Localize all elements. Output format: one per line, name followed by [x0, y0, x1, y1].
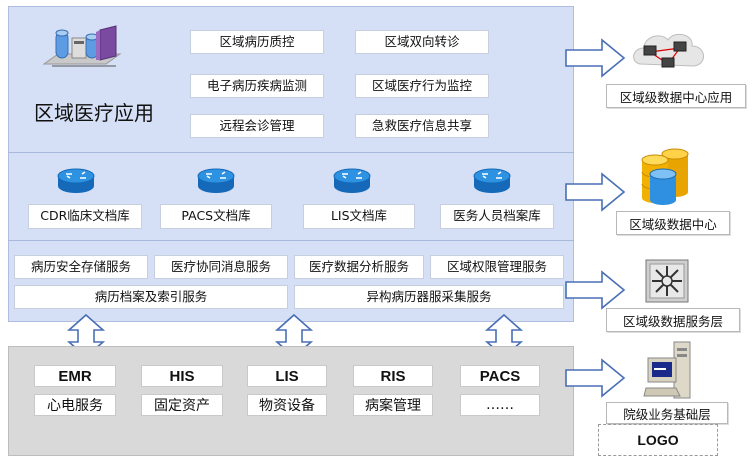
service-box[interactable]: 医疗数据分析服务: [294, 255, 424, 279]
system-box[interactable]: RIS: [353, 365, 433, 387]
app-box[interactable]: 远程会诊管理: [190, 114, 324, 138]
service-box[interactable]: 异构病历器服采集服务: [294, 285, 564, 309]
service-box[interactable]: 病历安全存储服务: [14, 255, 148, 279]
layer-label: 院级业务基础层: [606, 402, 728, 424]
server-cluster-icon: [42, 25, 122, 67]
app-box[interactable]: 区域双向转诊: [355, 30, 489, 54]
system-box[interactable]: EMR: [34, 365, 116, 387]
router-icon: [473, 168, 511, 193]
system-box[interactable]: PACS: [460, 365, 540, 387]
service-box[interactable]: 医疗协同消息服务: [154, 255, 288, 279]
platform-title: 区域医疗应用: [34, 101, 154, 125]
system-box[interactable]: HIS: [141, 365, 223, 387]
right-arrow-icon: [565, 358, 626, 398]
service-box[interactable]: 病历档案及索引服务: [14, 285, 288, 309]
router-icon: [333, 168, 371, 193]
archive-box[interactable]: LIS文档库: [303, 204, 415, 229]
right-arrow-icon: [565, 172, 626, 212]
layer-divider: [8, 240, 574, 241]
layer-label: 区域级数据中心应用: [606, 84, 746, 108]
archive-box[interactable]: CDR临床文档库: [28, 204, 142, 229]
router-icon: [57, 168, 95, 193]
logo-placeholder: LOGO: [598, 424, 718, 456]
system-box[interactable]: 固定资产: [141, 394, 223, 416]
system-box[interactable]: ……: [460, 394, 540, 416]
system-box[interactable]: 病案管理: [353, 394, 433, 416]
workstation-icon: [643, 341, 691, 399]
right-arrow-icon: [565, 38, 626, 78]
service-box[interactable]: 区域权限管理服务: [430, 255, 564, 279]
archive-box[interactable]: 医务人员档案库: [440, 204, 554, 229]
system-box[interactable]: 心电服务: [34, 394, 116, 416]
app-box[interactable]: 急救医疗信息共享: [355, 114, 489, 138]
switch-icon: [645, 259, 689, 303]
system-box[interactable]: LIS: [247, 365, 327, 387]
system-box[interactable]: 物资设备: [247, 394, 327, 416]
archive-box[interactable]: PACS文档库: [160, 204, 272, 229]
router-icon: [197, 168, 235, 193]
app-box[interactable]: 区域病历质控: [190, 30, 324, 54]
right-arrow-icon: [565, 270, 626, 310]
app-box[interactable]: 电子病历疾病监测: [190, 74, 324, 98]
layer-label: 区域级数据服务层: [606, 308, 740, 332]
database-cylinders-icon: [641, 148, 689, 205]
app-box[interactable]: 区域医疗行为监控: [355, 74, 489, 98]
network-computers-icon: [633, 33, 704, 68]
layer-divider: [8, 152, 574, 153]
layer-label: 区域级数据中心: [616, 211, 730, 235]
